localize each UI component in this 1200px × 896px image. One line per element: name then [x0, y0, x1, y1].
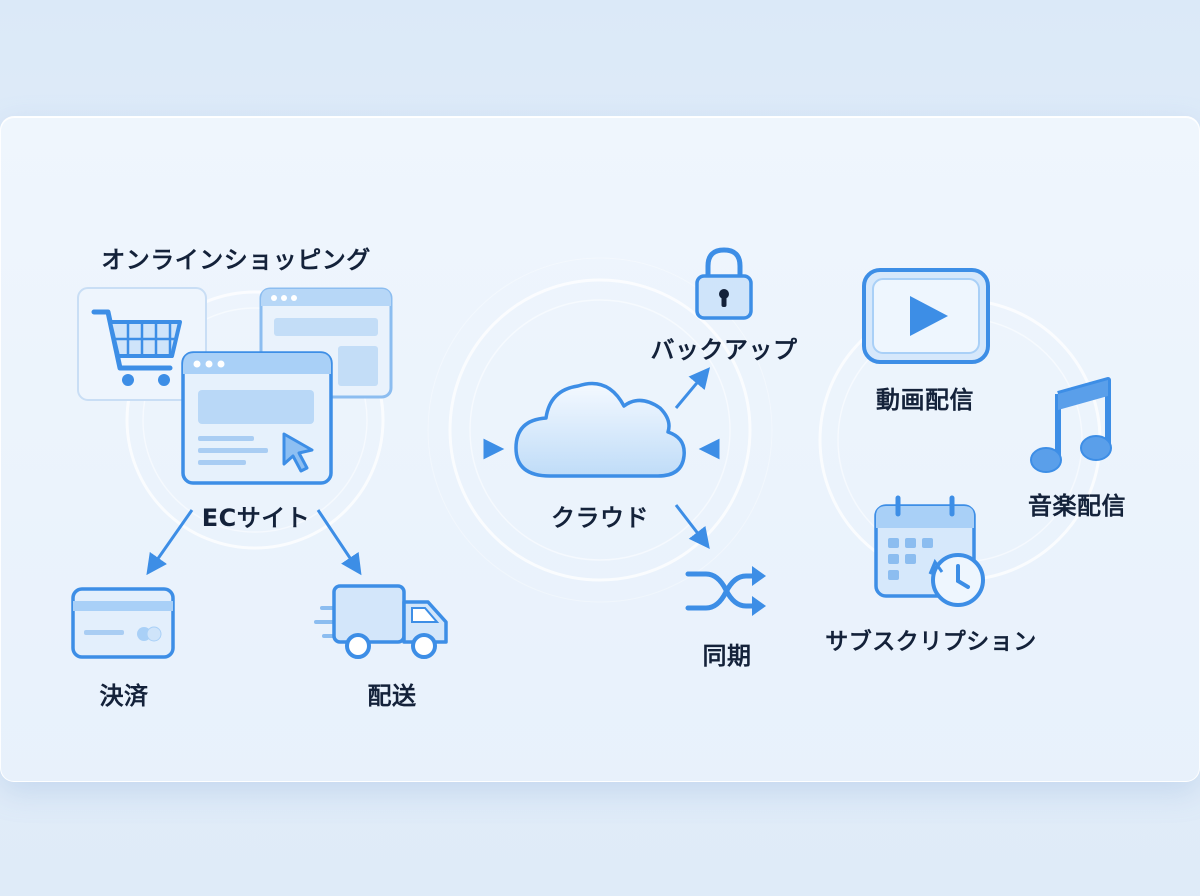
- center-ring: [448, 278, 752, 582]
- sync-shuffle-icon: [685, 566, 766, 616]
- online-shopping-label: オンラインショッピング: [101, 246, 371, 274]
- sync-label: 同期: [702, 642, 752, 670]
- arrow-cloud-to-sync: [674, 504, 710, 549]
- video-streaming-label: 動画配信: [876, 386, 974, 414]
- subscription-label: サブスクリプション: [825, 629, 1037, 655]
- arrow-ec-to-delivery: [316, 509, 362, 576]
- ec-site-label: ECサイト: [201, 504, 311, 532]
- lock-icon: [695, 247, 753, 320]
- play-video-icon: [862, 268, 990, 364]
- cloud-icon: [514, 381, 686, 478]
- arrow-ec-to-payment: [146, 509, 194, 576]
- credit-card-icon: [71, 587, 175, 659]
- payment-label: 決済: [99, 682, 149, 710]
- calendar-clock-icon: [874, 495, 985, 607]
- arrow-cloud-to-backup: [674, 367, 711, 409]
- backup-label: バックアップ: [650, 336, 798, 364]
- music-note-icon: [1030, 377, 1112, 473]
- left-ring: [125, 290, 385, 550]
- browser-cursor-icon: [181, 351, 333, 485]
- delivery-label: 配送: [367, 682, 417, 710]
- music-streaming-label: 音楽配信: [1028, 492, 1126, 520]
- shopping-cart-icon: [77, 287, 207, 401]
- cloud-label: クラウド: [551, 504, 649, 532]
- delivery-truck-icon: [314, 584, 448, 659]
